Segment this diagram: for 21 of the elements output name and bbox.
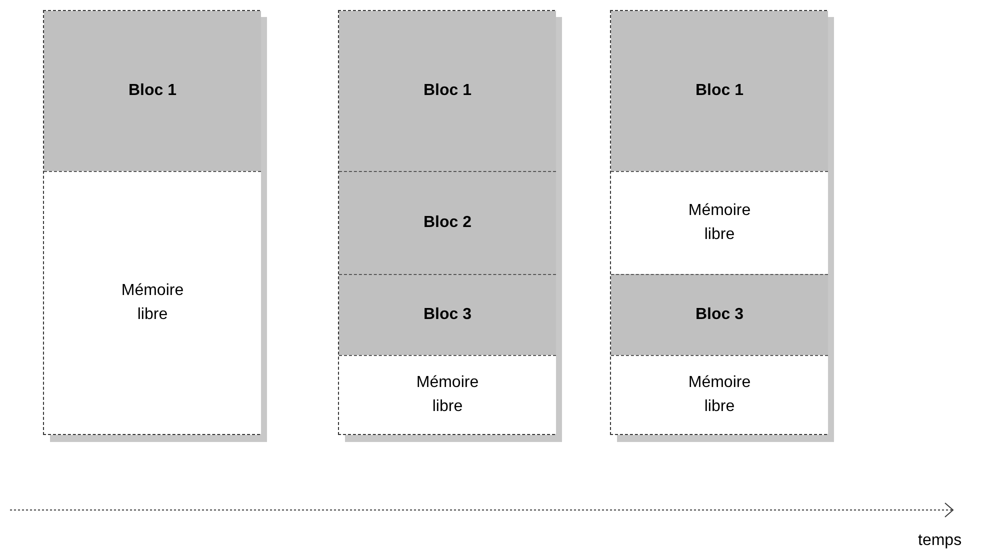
free-memory-label: Mémoire libre [687, 201, 752, 245]
axis-label: temps [918, 531, 962, 551]
block-label: Bloc 1 [694, 81, 744, 101]
free-memory-area [611, 355, 828, 434]
free-memory-label: Mémoire libre [120, 281, 185, 325]
block-label: Bloc 3 [694, 305, 744, 325]
memory-block [339, 11, 556, 171]
block-label: Bloc 1 [127, 81, 178, 101]
free-memory-label: Mémoire libre [415, 373, 480, 417]
free-memory-area [339, 355, 556, 434]
block-label: Bloc 2 [422, 213, 472, 233]
free-memory-label: Mémoire libre [687, 373, 752, 417]
block-label: Bloc 1 [422, 81, 472, 101]
memory-block [611, 11, 828, 171]
free-memory-area [611, 171, 828, 274]
memory-block [44, 11, 261, 171]
memory-block [339, 171, 556, 274]
free-memory-area [44, 171, 261, 434]
memory-block [339, 274, 556, 355]
block-label: Bloc 3 [422, 305, 472, 325]
memory-block [611, 274, 828, 355]
